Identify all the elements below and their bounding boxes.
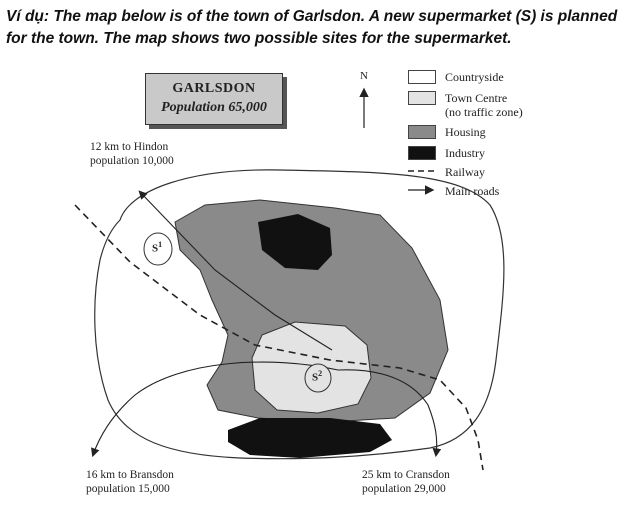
cransdon-distance: 25 km to Cransdon (362, 469, 450, 481)
bransdon-label: 16 km to Bransdon population 15,000 (86, 468, 174, 496)
countryside-swatch (408, 70, 436, 84)
legend-label: Housing (445, 125, 486, 139)
map-title-box: GARLSDON Population 65,000 (145, 73, 283, 125)
site-s2-label: S2 (312, 369, 322, 384)
road-to-hindon (138, 190, 333, 351)
site-letter: S (312, 371, 319, 384)
intro-body: The map below is of the town of Garlsdon… (6, 8, 618, 47)
site-letter: S (152, 242, 159, 255)
hindon-population: population 10,000 (90, 155, 174, 167)
housing-swatch (408, 125, 436, 139)
bransdon-population: population 15,000 (86, 483, 170, 495)
legend-label: Town Centre (445, 91, 508, 105)
north-label: N (360, 70, 368, 82)
site-number: 1 (158, 240, 163, 249)
road-to-bransdon (91, 361, 339, 458)
legend-sublabel: (no traffic zone) (445, 105, 523, 119)
map-title: GARLSDON (172, 81, 256, 96)
site-number: 2 (318, 369, 323, 378)
legend-label: Industry (445, 146, 485, 160)
intro-text: Ví dụ: The map below is of the town of G… (6, 6, 638, 50)
legend-label: Railway (445, 165, 485, 179)
intro-prefix: Ví dụ: (6, 8, 50, 25)
map-population: Population 65,000 (161, 100, 267, 115)
town-centre-swatch (408, 91, 436, 105)
cransdon-label: 25 km to Cransdon population 29,000 (362, 468, 450, 496)
legend-label: Main roads (445, 184, 500, 198)
site-s1-label: S1 (152, 240, 162, 255)
hindon-label: 12 km to Hindon population 10,000 (90, 140, 174, 168)
road-to-cransdon (337, 369, 442, 458)
hindon-distance: 12 km to Hindon (90, 141, 169, 153)
site-s1-marker (143, 232, 173, 266)
site-s2-marker (304, 363, 332, 393)
railway-line (74, 204, 484, 471)
industry-swatch (408, 146, 436, 160)
industry-area-south (228, 418, 392, 458)
housing-area (174, 199, 449, 423)
cransdon-population: population 29,000 (362, 483, 446, 495)
industry-area-north (258, 214, 332, 270)
bransdon-distance: 16 km to Bransdon (86, 469, 174, 481)
legend-label: Countryside (445, 70, 504, 84)
